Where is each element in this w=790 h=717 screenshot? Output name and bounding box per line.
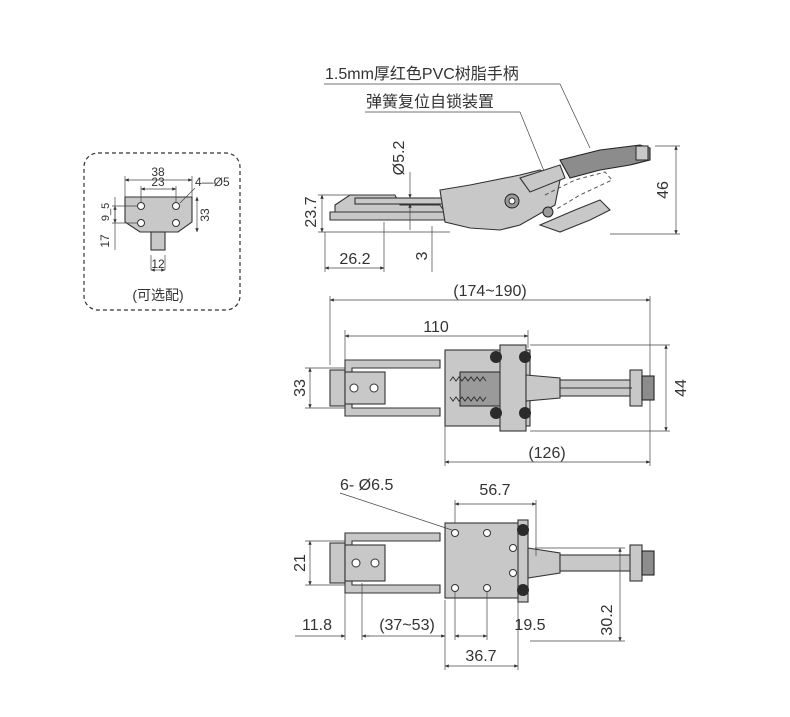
side-dim-23-7: 23.7 — [303, 196, 320, 227]
optional-plate-panel: 38 23 4—Ø5 33 9_5 17 12 (可选配) — [83, 152, 241, 311]
optional-plate-border — [83, 152, 241, 311]
bottom-dim-30-2: 30.2 — [599, 604, 616, 635]
bottom-dim-21: 21 — [292, 554, 309, 572]
plate-dim-38: 38 — [151, 165, 165, 179]
bottom-dim-11-8: 11.8 — [302, 617, 332, 634]
top-dim-33: 33 — [292, 379, 309, 397]
bottom-dim-56-7: 56.7 — [479, 482, 510, 499]
bottom-dim-36-7: 36.7 — [465, 648, 496, 665]
bottom-dim-37-53: (37~53) — [379, 617, 435, 634]
bottom-view: 6- Ø6.5 56.7 21 11.8 (37~53) 19.5 36.7 3… — [292, 477, 655, 670]
plate-dim-23: 23 — [151, 175, 165, 189]
spring-lock-callout: 弹簧复位自锁装置 — [366, 92, 494, 111]
top-dim-overall: (174~190) — [453, 283, 526, 300]
top-view: (174~190) 110 33 44 (126) — [292, 283, 690, 466]
side-dim-3: 3 — [414, 251, 431, 260]
top-dim-110: 110 — [423, 319, 449, 336]
side-dim-26-2: 26.2 — [339, 251, 370, 268]
plate-hole — [172, 202, 180, 210]
handle-material-callout: 1.5mm厚红色PVC树脂手柄 — [325, 65, 519, 83]
side-view: Ø5.2 23.7 26.2 3 46 — [303, 141, 680, 272]
bottom-dim-19-5: 19.5 — [514, 617, 545, 634]
top-dim-126: (126) — [528, 445, 565, 462]
plate-hole — [137, 219, 145, 227]
plate-hole — [137, 202, 145, 210]
plate-dim-17: 17 — [98, 234, 112, 248]
plate-dim-33: 33 — [198, 208, 212, 222]
plate-shape — [124, 196, 193, 233]
optional-plate-caption: (可选配) — [132, 287, 183, 303]
top-dim-44: 44 — [673, 379, 690, 397]
bottom-dim-holes: 6- Ø6.5 — [340, 477, 393, 494]
side-dim-46: 46 — [655, 181, 672, 199]
plate-tab — [150, 231, 166, 251]
plate-dim-12: 12 — [151, 257, 165, 271]
side-dim-rod-dia: Ø5.2 — [391, 141, 408, 176]
plate-hole — [172, 219, 180, 227]
plate-dim-holes: 4—Ø5 — [195, 175, 230, 189]
plate-dim-9-5: 9_5 — [100, 203, 112, 221]
